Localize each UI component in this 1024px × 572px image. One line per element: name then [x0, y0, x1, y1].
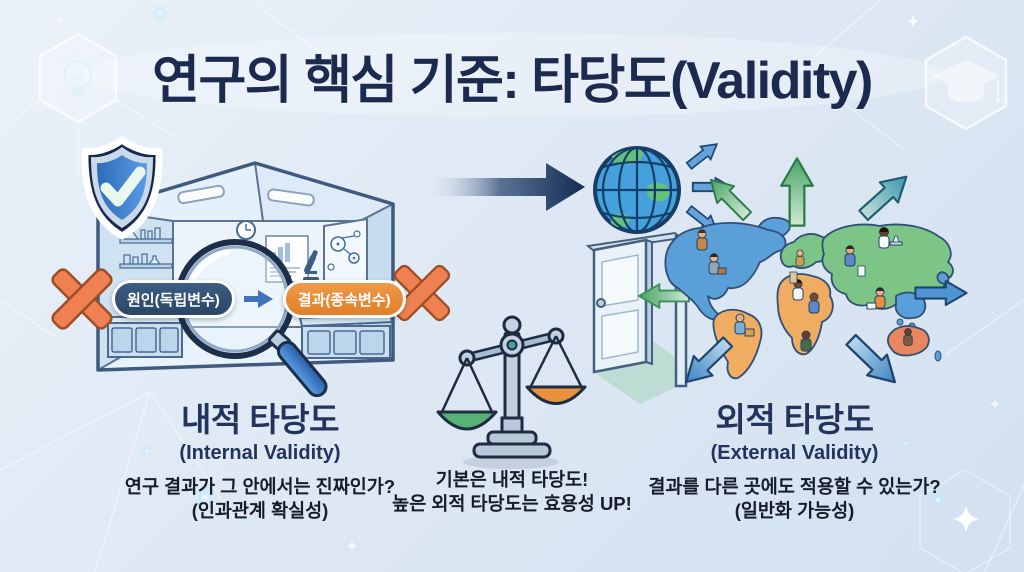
x-mark-icon — [51, 268, 113, 330]
shield-check-icon — [81, 136, 163, 240]
internal-validity-subheading: (Internal Validity) — [179, 442, 341, 464]
internal-validity-question: 연구 결과가 그 안에서는 진짜인가? — [124, 476, 396, 497]
page-title: 연구의 핵심 기준: 타당도(Validity) — [152, 52, 873, 110]
balance-scale-icon — [436, 315, 587, 469]
clock-icon — [236, 220, 256, 240]
transition-arrow — [430, 163, 585, 211]
internal-validity-heading: 내적 타당도 — [181, 401, 339, 438]
ceiling-light — [267, 188, 315, 207]
cause-pill: 원인(독립변수) — [112, 280, 235, 318]
open-door-icon — [585, 231, 700, 404]
balance-note-line1: 기본은 내적 타당도! — [435, 469, 589, 490]
external-validity-subheading: (External Validity) — [710, 442, 879, 464]
internal-validity-note: (인과관계 확실성) — [191, 500, 329, 522]
world-map-illustration — [664, 157, 968, 394]
map-people — [696, 227, 913, 352]
lightbulb-icon — [38, 32, 118, 124]
external-validity-question: 결과를 다른 곳에도 적용할 수 있는가? — [648, 476, 941, 497]
globe-icon — [593, 136, 733, 239]
external-validity-caption: 외적 타당도 (External Validity) 결과를 다른 곳에도 적용… — [622, 393, 967, 524]
molecule-board — [323, 217, 368, 291]
balance-note: 기본은 내적 타당도! 높은 외적 타당도는 효용성 UP! — [374, 468, 650, 517]
cause-effect-row: 원인(독립변수) 결과(종속변수) — [112, 280, 406, 318]
internal-validity-caption: 내적 타당도 (Internal Validity) 연구 결과가 그 안에서는… — [95, 393, 425, 524]
balance-note-line2: 높은 외적 타당도는 효용성 UP! — [392, 493, 632, 515]
x-mark-icon — [393, 264, 451, 322]
effect-pill: 결과(종속변수) — [282, 280, 406, 318]
graduation-cap-icon — [924, 35, 1008, 131]
external-validity-note: (일반화 가능성) — [734, 500, 855, 522]
cause-to-effect-arrow-icon — [243, 290, 273, 308]
ceiling-light — [177, 184, 225, 205]
external-validity-heading: 외적 타당도 — [715, 401, 874, 438]
